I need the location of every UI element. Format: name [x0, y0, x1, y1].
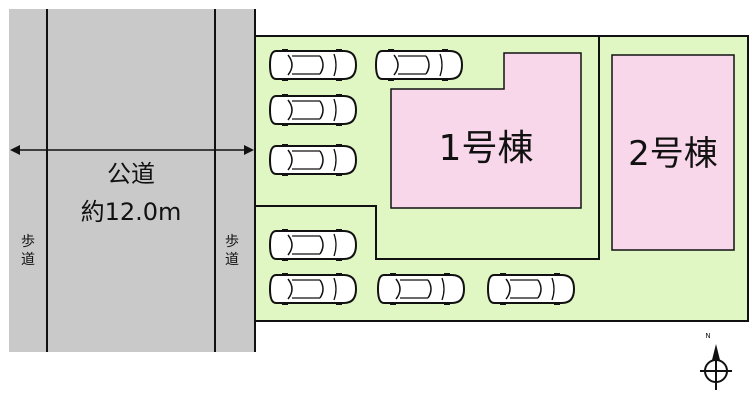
parking-car-4: [269, 143, 357, 177]
sidewalk-right-label: 歩道: [225, 234, 239, 268]
lot-1-boundary: [255, 36, 600, 260]
parking-car-3: [269, 93, 357, 127]
north-compass: N: [700, 332, 732, 390]
svg-text:歩道: 歩道: [225, 234, 239, 268]
parking-car-8: [487, 272, 575, 306]
svg-text:歩道: 歩道: [21, 234, 35, 268]
road-width-label: 約12.0m: [81, 198, 182, 226]
house-1: [390, 52, 582, 209]
parking-car-6: [269, 272, 357, 306]
road-label: 公道: [107, 160, 155, 188]
road-width-arrow: [10, 145, 254, 155]
parking-car-1: [269, 48, 357, 82]
parking-car-5: [269, 228, 357, 262]
house-1-label: 1号棟: [439, 128, 534, 169]
house-2: [611, 54, 735, 251]
parking-car-7: [377, 272, 465, 306]
house-2-label: 2号棟: [628, 134, 718, 174]
parking-car-2: [375, 48, 463, 82]
compass-north-label: N: [705, 332, 710, 340]
sidewalk-left-label: 歩道: [21, 234, 35, 268]
